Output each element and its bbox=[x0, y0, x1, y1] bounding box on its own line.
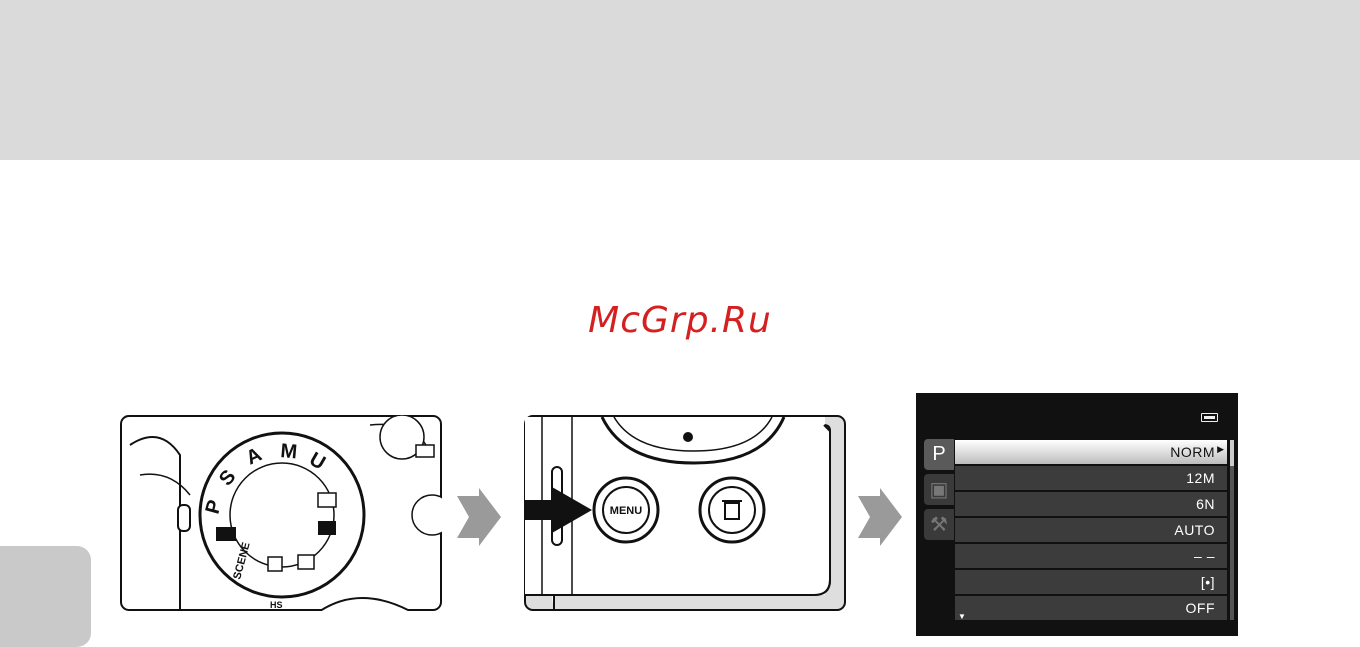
menu-list: NORM ▶ 12M 6N AUTO – – [•] OFF bbox=[955, 440, 1227, 622]
mode-dial-illustration: P S A M U SCENE HS bbox=[120, 415, 442, 611]
menu-row-value: 12M bbox=[1186, 470, 1215, 486]
menu-row-value: AUTO bbox=[1174, 522, 1215, 538]
menu-tabs: P ▣ ⚒ bbox=[924, 439, 954, 544]
dial-label-m: M bbox=[280, 440, 299, 463]
dial-bottom-label: HS bbox=[270, 600, 283, 610]
tab-movie[interactable]: ▣ bbox=[924, 474, 954, 505]
menu-row[interactable]: 12M bbox=[955, 466, 1227, 490]
tab-shooting[interactable]: P bbox=[924, 439, 954, 470]
menu-row-value: 6N bbox=[1196, 496, 1215, 512]
wrench-icon: ⚒ bbox=[930, 512, 948, 537]
menu-row-value: – – bbox=[1194, 548, 1215, 564]
step-arrow-2 bbox=[858, 488, 902, 546]
header-band bbox=[0, 0, 1360, 160]
menu-row[interactable]: AUTO bbox=[955, 518, 1227, 542]
menu-row[interactable]: 6N bbox=[955, 492, 1227, 516]
caret-down-icon: ▼ bbox=[958, 612, 966, 621]
menu-row[interactable]: NORM ▶ bbox=[955, 440, 1227, 464]
watermark: McGrp.Ru bbox=[0, 300, 1360, 341]
battery-icon bbox=[1201, 413, 1218, 422]
menu-row[interactable]: OFF bbox=[955, 596, 1227, 620]
menu-button-illustration: MENU bbox=[524, 415, 846, 611]
step-arrow-1 bbox=[457, 488, 501, 546]
tab-setup[interactable]: ⚒ bbox=[924, 509, 954, 540]
caret-right-icon: ▶ bbox=[1217, 444, 1224, 455]
menu-row-value: OFF bbox=[1186, 600, 1216, 616]
menu-scroll-thumb[interactable] bbox=[1230, 440, 1234, 466]
menu-row[interactable]: – – bbox=[955, 544, 1227, 568]
menu-row[interactable]: [•] bbox=[955, 570, 1227, 594]
side-tab bbox=[0, 546, 91, 647]
menu-row-value: [•] bbox=[1201, 574, 1215, 590]
menu-row-value: NORM bbox=[1170, 444, 1215, 460]
movie-camera-icon: ▣ bbox=[930, 477, 949, 502]
menu-button-label: MENU bbox=[610, 505, 642, 517]
menu-scrollbar[interactable] bbox=[1230, 440, 1234, 620]
camera-menu-screen: P ▣ ⚒ NORM ▶ 12M 6N AUTO – – [•] OFF ▼ bbox=[916, 393, 1238, 636]
